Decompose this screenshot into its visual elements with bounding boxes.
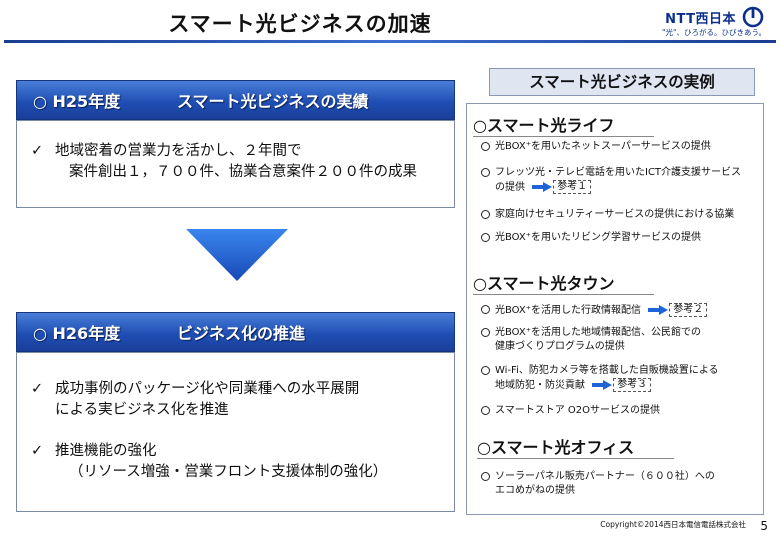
section-title-town: ○スマート光タウン (473, 270, 655, 295)
list-item: Wi-Fi、防犯カメラ等を搭載した自販機設置による 地域防犯・防災貢献 参考３ (477, 364, 719, 392)
reference-label: 参考３ (613, 377, 652, 392)
arrow-right-icon (592, 379, 613, 390)
logo-name: NTT西日本 (665, 12, 736, 27)
list-item: ソーラーパネル販売パートナー（６００社）への エコめがねの提供 (477, 470, 715, 497)
examples-panel: ○スマート光ライフ 光BOX⁺を用いたネットスーパーサービスの提供 フレッツ光・… (466, 103, 764, 515)
reference-link-2[interactable]: 参考２ (648, 303, 708, 317)
h26-heading: ビジネス化の推進 (177, 324, 306, 343)
h26-bullet-1-cont: による実ビジネス化を推進 (55, 402, 229, 418)
circle-bullet-icon (481, 210, 490, 219)
h25-band: ○ H25年度 スマート光ビジネスの実績 (16, 80, 455, 120)
header-rule (4, 40, 776, 43)
reference-link-1[interactable]: 参考１ (532, 179, 592, 194)
h25-heading: スマート光ビジネスの実績 (177, 92, 369, 111)
list-item: フレッツ光・テレビ電話を用いたICT介護支援サービス の提供 参考１ (477, 166, 741, 194)
h25-line-1: ✓ 地域密着の営業力を活かし、２年間で (17, 141, 454, 162)
h26-bullet-2-cont: （リソース増強・営業フロント支援体制の強化） (69, 464, 388, 480)
h25-line-2: 案件創出１，７００件、協業合意案件２００件の成果 (69, 164, 417, 180)
check-icon: ✓ (31, 381, 44, 397)
down-arrow-icon (186, 229, 288, 281)
h25-body: ✓ 地域密着の営業力を活かし、２年間で 案件創出１，７００件、協業合意案件２００… (16, 120, 455, 208)
ntt-logo-icon (742, 6, 764, 28)
list-item: 光BOX⁺を活用した行政情報配信 参考２ (477, 303, 708, 318)
arrow-right-icon (532, 181, 553, 192)
copyright: Copyright©2014西日本電信電話株式会社 (600, 520, 746, 529)
circle-bullet-icon (481, 142, 490, 151)
h26-body: ✓ 成功事例のパッケージ化や同業種への水平展開 による実ビジネス化を推進 ✓ 推… (16, 352, 455, 512)
examples-header: スマート光ビジネスの実例 (489, 68, 755, 96)
h26-bullet-1: ✓ 成功事例のパッケージ化や同業種への水平展開 (17, 379, 454, 400)
circle-bullet-icon (481, 305, 490, 314)
check-icon: ✓ (31, 443, 44, 459)
section-title-life: ○スマート光ライフ (473, 112, 655, 137)
circle-bullet-icon (481, 168, 490, 177)
h26-bullet-2: ✓ 推進機能の強化 (17, 441, 454, 462)
check-icon: ✓ (31, 143, 44, 159)
h25-year: ○ H25年度 (33, 92, 121, 111)
h26-band: ○ H26年度 ビジネス化の推進 (16, 312, 455, 352)
list-item: 家庭向けセキュリティーサービスの提供における協業 (477, 208, 734, 222)
page-title: スマート光ビジネスの加速 (168, 12, 432, 36)
list-item: スマートストア O2Oサービスの提供 (477, 404, 660, 418)
list-item: 光BOX⁺を用いたネットスーパーサービスの提供 (477, 140, 711, 154)
list-item: 光BOX⁺を用いたリビング学習サービスの提供 (477, 231, 701, 245)
reference-label: 参考２ (669, 303, 708, 317)
logo-tagline: "光"、ひろがる。ひびきあう。 (662, 28, 766, 37)
circle-bullet-icon (481, 366, 490, 375)
circle-bullet-icon (481, 472, 490, 481)
reference-link-3[interactable]: 参考３ (592, 377, 652, 392)
list-item: 光BOX⁺を活用した地域情報配信、公民館での 健康づくりプログラムの提供 (477, 326, 701, 353)
arrow-right-icon (648, 305, 669, 315)
circle-bullet-icon (481, 328, 490, 337)
reference-label: 参考１ (553, 179, 592, 194)
h26-year: ○ H26年度 (33, 324, 121, 343)
section-title-office: ○スマート光オフィス (477, 434, 675, 459)
circle-bullet-icon (481, 406, 490, 415)
ntt-logo: NTT西日本 "光"、ひろがる。ひびきあう。 (648, 6, 768, 38)
page-number: 5 (760, 519, 768, 533)
circle-bullet-icon (481, 233, 490, 242)
